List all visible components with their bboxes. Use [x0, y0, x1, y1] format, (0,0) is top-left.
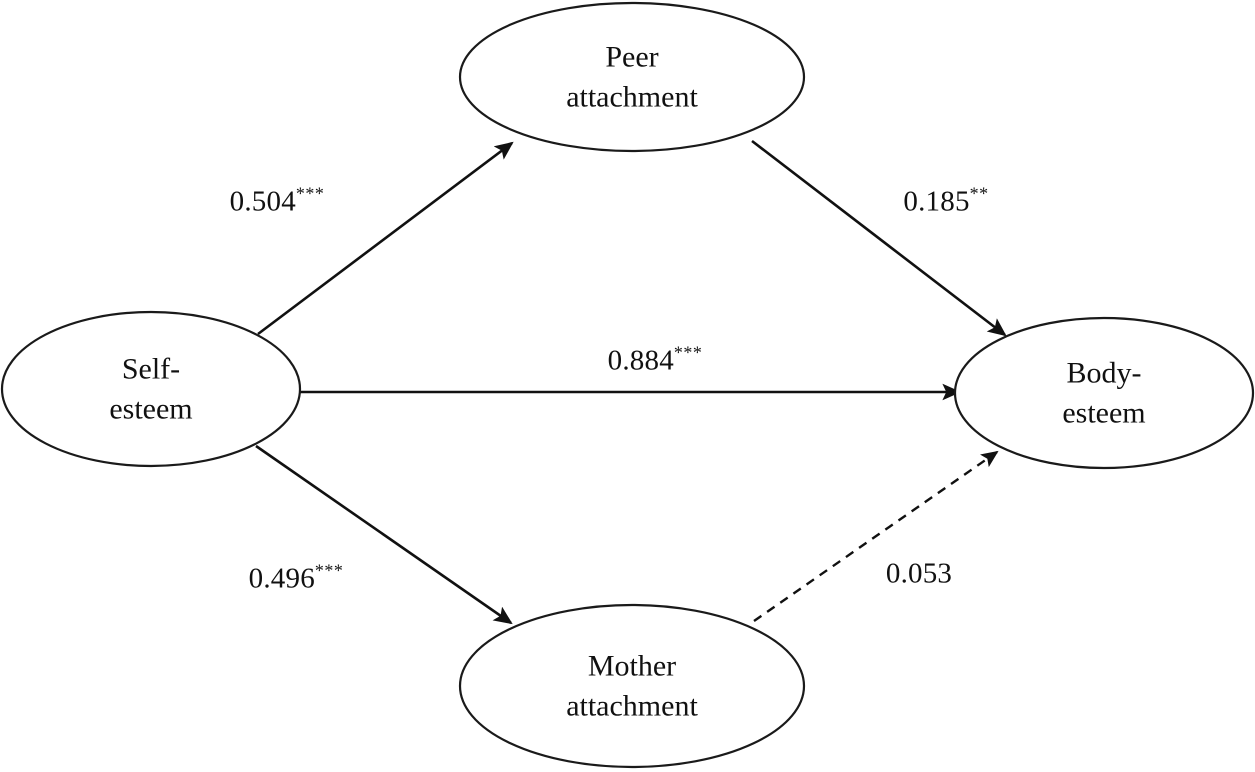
significance-stars: ***	[314, 560, 344, 581]
node-mother-attachment	[458, 603, 806, 769]
node-self-esteem	[0, 310, 302, 468]
edge-self-esteem-to-peer-attachment	[257, 141, 514, 336]
significance-stars: ***	[673, 342, 703, 363]
edge-label-self-esteem-to-peer-attachment: 0.504***	[230, 184, 325, 219]
coefficient-value: 0.053	[885, 557, 953, 590]
edge-label-peer-attachment-to-body-esteem: 0.185**	[903, 184, 988, 219]
coefficient-value: 0.504	[229, 185, 296, 218]
significance-stars: ***	[295, 183, 325, 204]
coefficient-value: 0.185	[903, 185, 970, 218]
edge-label-mother-attachment-to-body-esteem: 0.053	[886, 556, 952, 591]
edge-self-esteem-to-mother-attachment	[255, 444, 513, 625]
edge-mother-attachment-to-body-esteem	[753, 450, 999, 622]
edge-label-self-esteem-to-mother-attachment: 0.496***	[249, 561, 344, 596]
edge-label-self-esteem-to-body-esteem: 0.884***	[608, 343, 703, 378]
edge-peer-attachment-to-body-esteem	[751, 139, 1007, 337]
coefficient-value: 0.496	[248, 562, 315, 595]
node-body-esteem	[953, 316, 1255, 470]
coefficient-value: 0.884	[607, 344, 674, 377]
significance-stars: **	[969, 183, 989, 204]
edges-layer	[255, 139, 1007, 625]
node-peer-attachment	[458, 1, 806, 153]
